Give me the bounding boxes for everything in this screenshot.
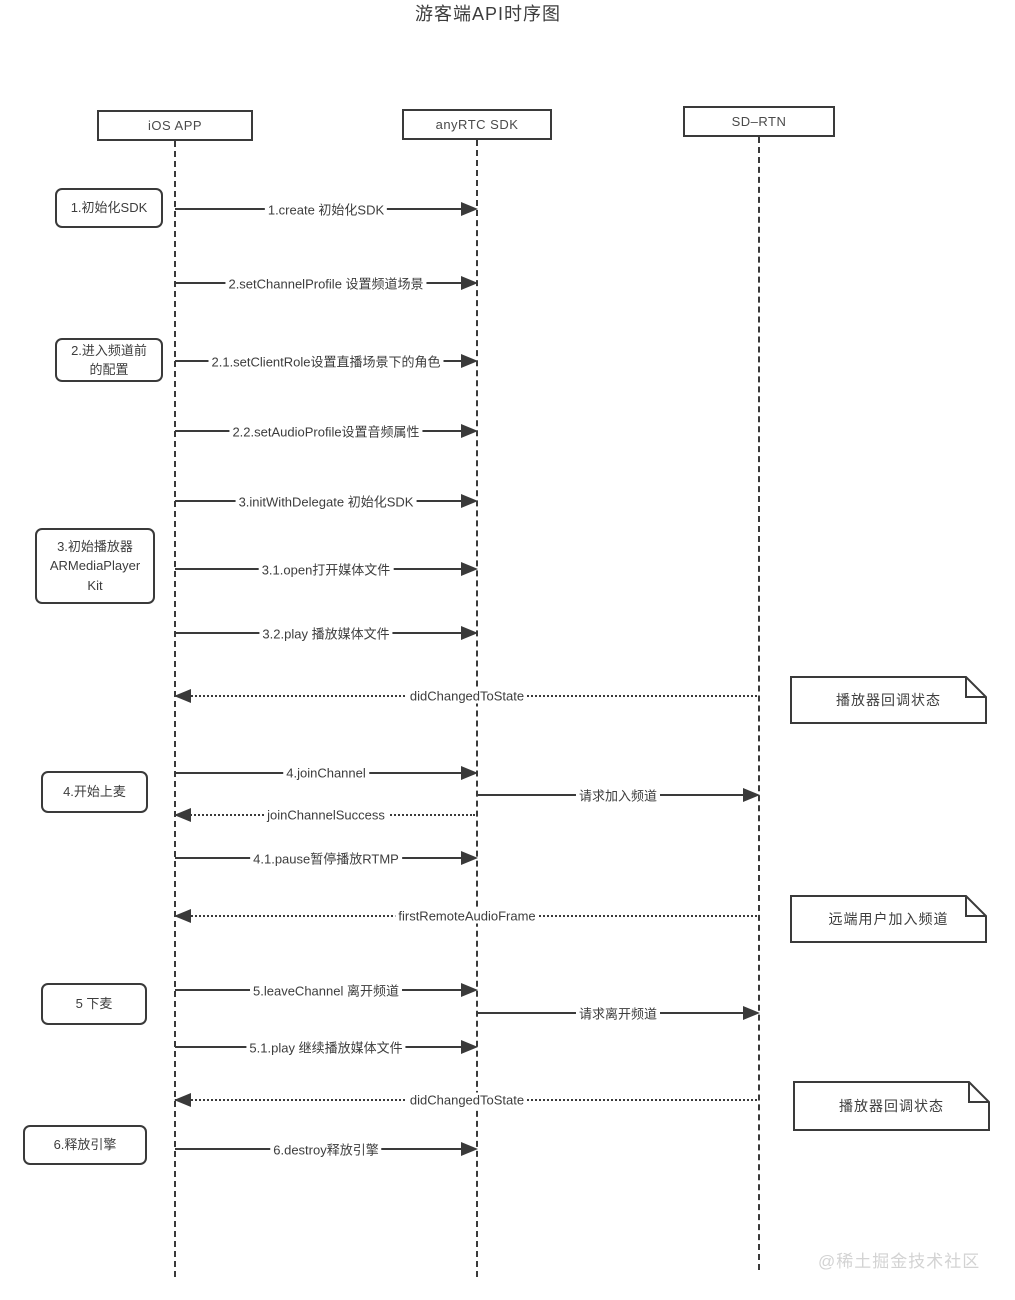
message-label: 请求加入频道 (575, 785, 661, 805)
arrowhead-right-icon (461, 626, 478, 640)
arrowhead-right-icon (461, 1040, 478, 1054)
arrowhead-right-icon (461, 562, 478, 576)
lifeline-ios-app (174, 141, 176, 1277)
note-player-callback-state-2: 播放器回调状态 (793, 1081, 990, 1131)
note-label: 远端用户加入频道 (828, 911, 949, 927)
arrowhead-right-icon (461, 983, 478, 997)
step-init-player: 3.初始播放器 ARMediaPlayer Kit (35, 528, 155, 604)
step-release-engine: 6.释放引擎 (23, 1125, 147, 1165)
message-label: 3.1.open打开媒体文件 (258, 559, 394, 579)
arrowhead-right-icon (461, 766, 478, 780)
actor-sd-rtn: SD–RTN (683, 106, 835, 137)
lifeline-sd-rtn (758, 137, 760, 1270)
message-label: 3.initWithDelegate 初始化SDK (235, 491, 417, 511)
message-label: 3.2.play 播放媒体文件 (259, 623, 393, 643)
note-shape-icon (790, 676, 987, 724)
arrowhead-right-icon (461, 494, 478, 508)
message-label: 1.create 初始化SDK (264, 199, 388, 219)
arrowhead-right-icon (461, 354, 478, 368)
arrowhead-right-icon (461, 276, 478, 290)
step-init-sdk: 1.初始化SDK (55, 188, 163, 228)
step-stop-mic: 5 下麦 (41, 983, 147, 1025)
arrowhead-left-icon (174, 909, 191, 923)
diagram-title: 游客端API时序图 (414, 4, 561, 24)
message-label: 5.leaveChannel 离开频道 (250, 980, 402, 1000)
message-label: firstRemoteAudioFrame (395, 908, 539, 924)
message-label: 2.2.setAudioProfile设置音频属性 (229, 421, 423, 441)
arrowhead-right-icon (461, 1142, 478, 1156)
note-label: 播放器回调状态 (836, 692, 941, 708)
note-label: 播放器回调状态 (839, 1098, 944, 1114)
arrowhead-left-icon (174, 689, 191, 703)
message-label: 2.setChannelProfile 设置频道场景 (225, 273, 427, 293)
message-label: 2.1.setClientRole设置直播场景下的角色 (208, 351, 444, 371)
arrowhead-right-icon (743, 788, 760, 802)
arrowhead-left-icon (174, 808, 191, 822)
message-label: 4.joinChannel (283, 765, 369, 781)
note-player-callback-state-1: 播放器回调状态 (790, 676, 987, 724)
arrowhead-right-icon (461, 202, 478, 216)
message-label: joinChannelSuccess (264, 807, 388, 823)
step-start-mic: 4.开始上麦 (41, 771, 148, 813)
arrowhead-right-icon (743, 1006, 760, 1020)
note-shape-icon (790, 895, 987, 943)
watermark: @稀土掘金技术社区 (818, 1252, 981, 1271)
message-label: didChangedToState (406, 1092, 528, 1108)
actor-ios-app: iOS APP (97, 110, 253, 141)
message-label: didChangedToState (406, 688, 528, 704)
arrowhead-right-icon (461, 424, 478, 438)
lifeline-anyrtc-sdk (476, 140, 478, 1277)
note-shape-icon (793, 1081, 990, 1131)
step-pre-join-config: 2.进入频道前 的配置 (55, 338, 163, 382)
message-label: 5.1.play 继续播放媒体文件 (246, 1037, 406, 1057)
arrowhead-left-icon (174, 1093, 191, 1107)
note-remote-user-joined: 远端用户加入频道 (790, 895, 987, 943)
message-label: 4.1.pause暂停播放RTMP (250, 848, 402, 868)
message-label: 6.destroy释放引擎 (270, 1139, 382, 1159)
actor-anyrtc-sdk: anyRTC SDK (402, 109, 552, 140)
arrowhead-right-icon (461, 851, 478, 865)
message-label: 请求离开频道 (575, 1003, 661, 1023)
